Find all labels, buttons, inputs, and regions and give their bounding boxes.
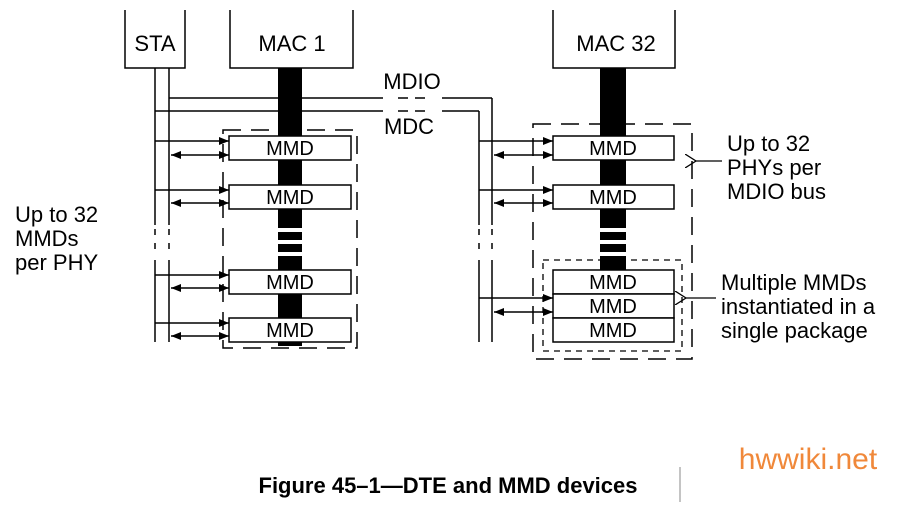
mmd-label: MMD	[589, 320, 637, 342]
note-line: MMDs	[15, 226, 79, 251]
mmd-left-3: MMD	[228, 269, 352, 295]
figure-caption: Figure 45–1—DTE and MMD devices	[259, 473, 638, 498]
phy1-boundary	[222, 129, 358, 349]
mdc-label: MDC	[384, 114, 434, 139]
mmd-label: MMD	[266, 187, 314, 209]
mmd-label: MMD	[589, 272, 637, 294]
right-connection-arrows	[479, 137, 553, 316]
mmd-label: MMD	[266, 272, 314, 294]
note-line: PHYs per	[727, 155, 821, 180]
mmd-left-2: MMD	[228, 184, 352, 210]
mmd-left-4: MMD	[228, 317, 352, 343]
note-line: single package	[721, 318, 868, 343]
note-line: MDIO bus	[727, 179, 826, 204]
mdio-bus	[169, 97, 493, 342]
note-line: Multiple MMDs	[721, 270, 866, 295]
package-note: Multiple MMDs instantiated in a single p…	[721, 270, 876, 343]
sta-label: STA	[134, 31, 175, 56]
watermark: hwwiki.net	[739, 443, 878, 476]
mmd-label: MMD	[589, 187, 637, 209]
mdc-bus	[155, 110, 480, 342]
note-line: Up to 32	[15, 202, 98, 227]
note-line: Up to 32	[727, 131, 810, 156]
mmd-label: MMD	[589, 138, 637, 160]
mmd-label: MMD	[266, 320, 314, 342]
left-connection-arrows	[155, 137, 229, 340]
package-boundary	[542, 259, 683, 352]
mac32-label: MAC 32	[576, 31, 655, 56]
note-line: per PHY	[15, 250, 98, 275]
mmd-right-1: MMD	[552, 135, 675, 161]
mdio-label: MDIO	[383, 69, 440, 94]
phys-per-bus-note: Up to 32 PHYs per MDIO bus	[727, 131, 826, 204]
mmd-right-2: MMD	[552, 184, 675, 210]
mmd-label: MMD	[589, 296, 637, 318]
note-line: instantiated in a	[721, 294, 876, 319]
mmd-left-1: MMD	[228, 135, 352, 161]
mmd-label: MMD	[266, 138, 314, 160]
mac1-label: MAC 1	[258, 31, 325, 56]
mmds-per-phy-note: Up to 32 MMDs per PHY	[15, 202, 98, 275]
mac32-datapath	[600, 68, 626, 271]
mmd-package-stack: MMD MMD MMD	[552, 269, 675, 343]
